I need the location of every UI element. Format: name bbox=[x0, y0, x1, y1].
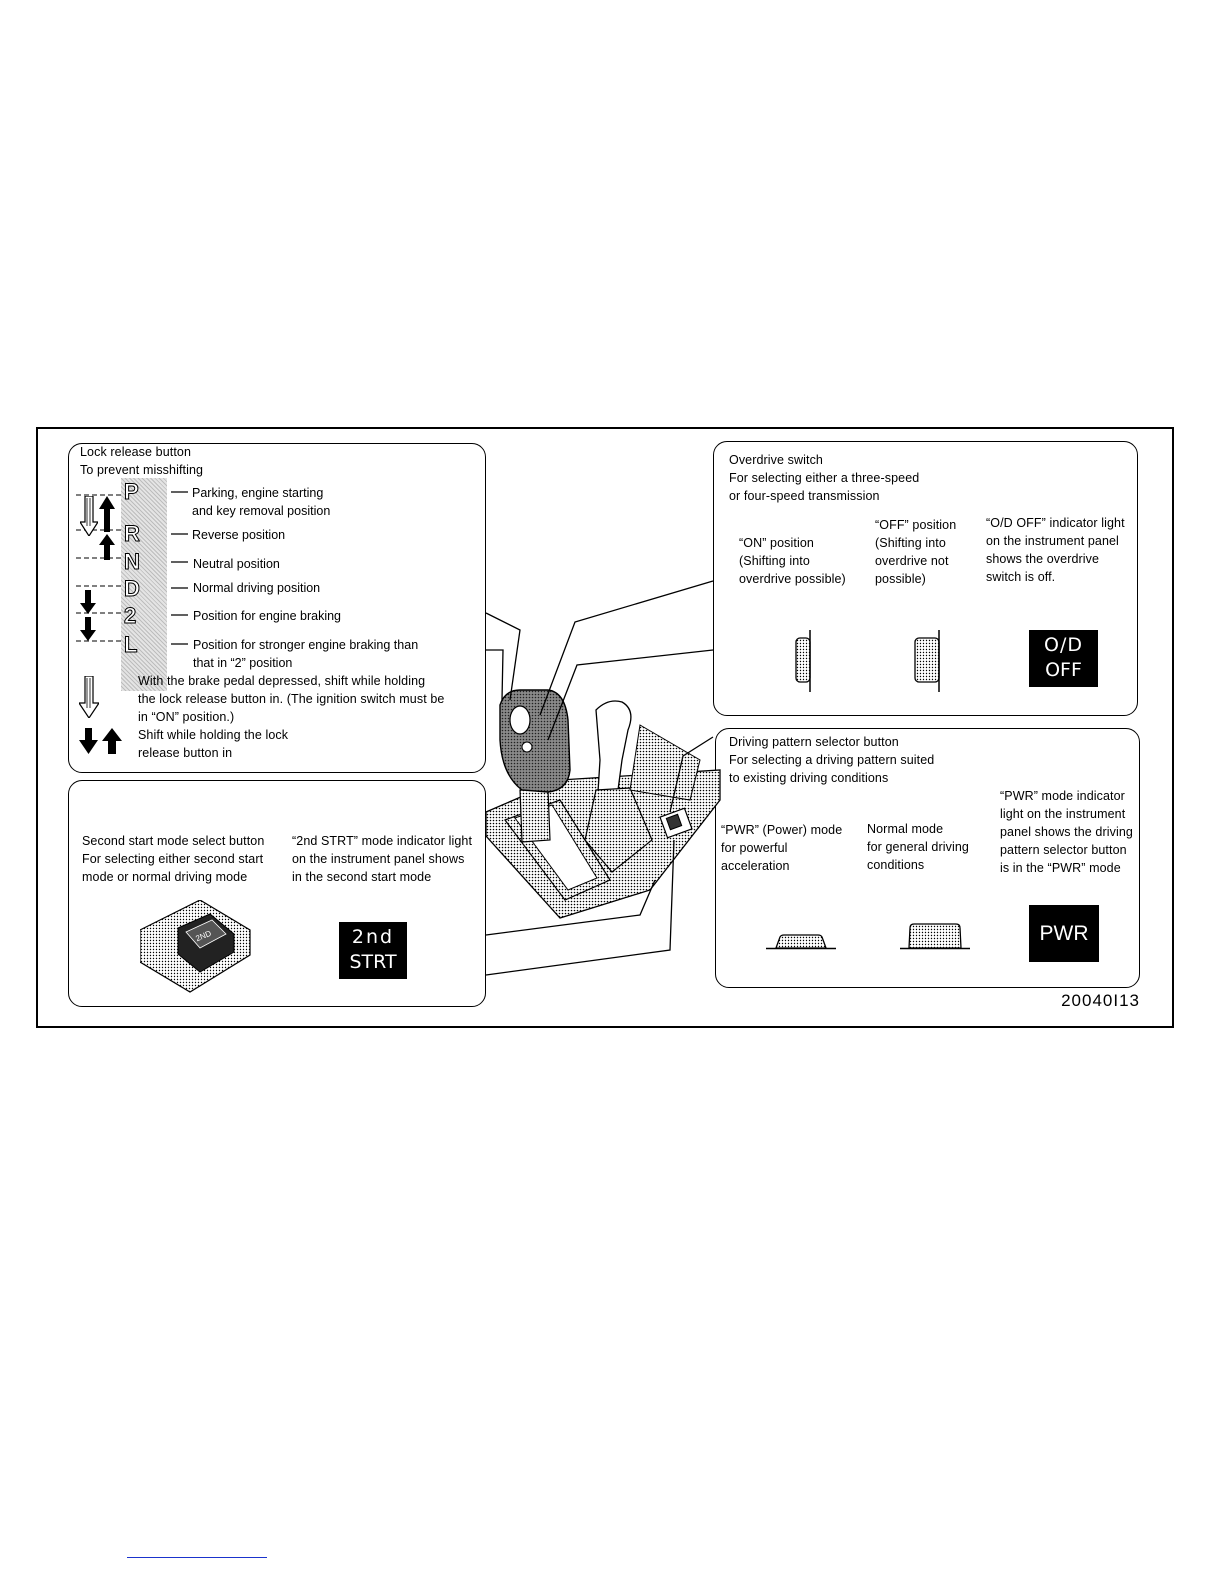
indicator-line-off: OFF bbox=[1045, 659, 1082, 681]
overdrive-light-text: “O/D OFF” indicator light on the instrum… bbox=[986, 516, 1125, 584]
overdrive-switch-off-illustration bbox=[914, 630, 940, 692]
gate-indicator bbox=[121, 478, 167, 691]
pwr-indicator-light: PWR bbox=[1029, 905, 1099, 962]
gear-desc-low: Position for stronger engine braking tha… bbox=[193, 638, 419, 670]
second-start-indicator-light: 2nd STRT bbox=[339, 922, 407, 979]
down-up-arrows-icon bbox=[79, 728, 122, 754]
gear-desc-drive: Normal driving position bbox=[193, 581, 321, 595]
gear-letter-n: N bbox=[124, 549, 141, 574]
gear-letter-d: D bbox=[124, 576, 141, 601]
second-start-indicator-text: “2nd STRT” mode indicator light on the i… bbox=[292, 834, 473, 884]
footer-link-rule bbox=[127, 1557, 267, 1558]
overdrive-desc: For selecting either a three-speed or fo… bbox=[729, 471, 920, 503]
pattern-light-text: “PWR” mode indicator light on the instru… bbox=[1000, 789, 1133, 875]
overdrive-switch-on-illustration bbox=[795, 630, 811, 692]
pattern-desc: For selecting a driving pattern suited t… bbox=[729, 753, 935, 785]
second-start-panel bbox=[68, 780, 486, 1007]
hollow-down-arrow-icon bbox=[79, 676, 99, 718]
gear-desc-neutral: Neutral position bbox=[193, 557, 280, 571]
hollow-down-arrow-icon bbox=[80, 496, 98, 536]
pattern-pwr-button-illustration bbox=[766, 934, 836, 950]
down-arrow-icon bbox=[80, 617, 96, 641]
overdrive-title: Overdrive switch bbox=[729, 453, 823, 467]
gear-desc-parking: Parking, engine starting and key removal… bbox=[192, 486, 331, 518]
gear-letter-p: P bbox=[124, 479, 140, 504]
down-arrow-icon bbox=[80, 590, 96, 614]
gear-letter-r: R bbox=[124, 521, 141, 546]
pattern-title: Driving pattern selector button bbox=[729, 735, 899, 749]
gear-desc-reverse: Reverse position bbox=[192, 528, 286, 542]
indicator-line-strt: STRT bbox=[349, 951, 397, 973]
pattern-pwr-text: “PWR” (Power) mode for powerful accelera… bbox=[721, 823, 843, 873]
second-start-button-illustration: 2ND bbox=[140, 900, 251, 993]
indicator-line-od: O/D bbox=[1044, 634, 1083, 656]
gear-letter-l: L bbox=[123, 632, 138, 657]
lock-release-desc: To prevent misshifting bbox=[80, 463, 204, 477]
gear-desc-second: Position for engine braking bbox=[193, 609, 342, 623]
indicator-label-pwr: PWR bbox=[1039, 922, 1089, 945]
overdrive-on-text: “ON” position (Shifting into overdrive p… bbox=[739, 536, 846, 586]
pattern-normal-text: Normal mode for general driving conditio… bbox=[867, 822, 969, 872]
figure-frame bbox=[36, 427, 1174, 1028]
up-arrow-icon bbox=[99, 534, 115, 560]
od-off-indicator-light: O/D OFF bbox=[1029, 630, 1098, 687]
indicator-line-2nd: 2nd bbox=[351, 926, 395, 948]
second-start-button-text: Second start mode select button For sele… bbox=[82, 834, 265, 884]
legend-hold-text: Shift while holding the lock release but… bbox=[138, 728, 289, 760]
pattern-normal-button-illustration bbox=[900, 923, 970, 950]
legend-brake-text: With the brake pedal depressed, shift wh… bbox=[138, 674, 445, 724]
gear-letter-2: 2 bbox=[123, 603, 137, 628]
overdrive-off-text: “OFF” position (Shifting into overdrive … bbox=[875, 518, 957, 586]
lock-release-title: Lock release button bbox=[80, 445, 192, 459]
figure-id: 20040I13 bbox=[1061, 991, 1140, 1010]
up-arrow-icon bbox=[99, 496, 115, 532]
